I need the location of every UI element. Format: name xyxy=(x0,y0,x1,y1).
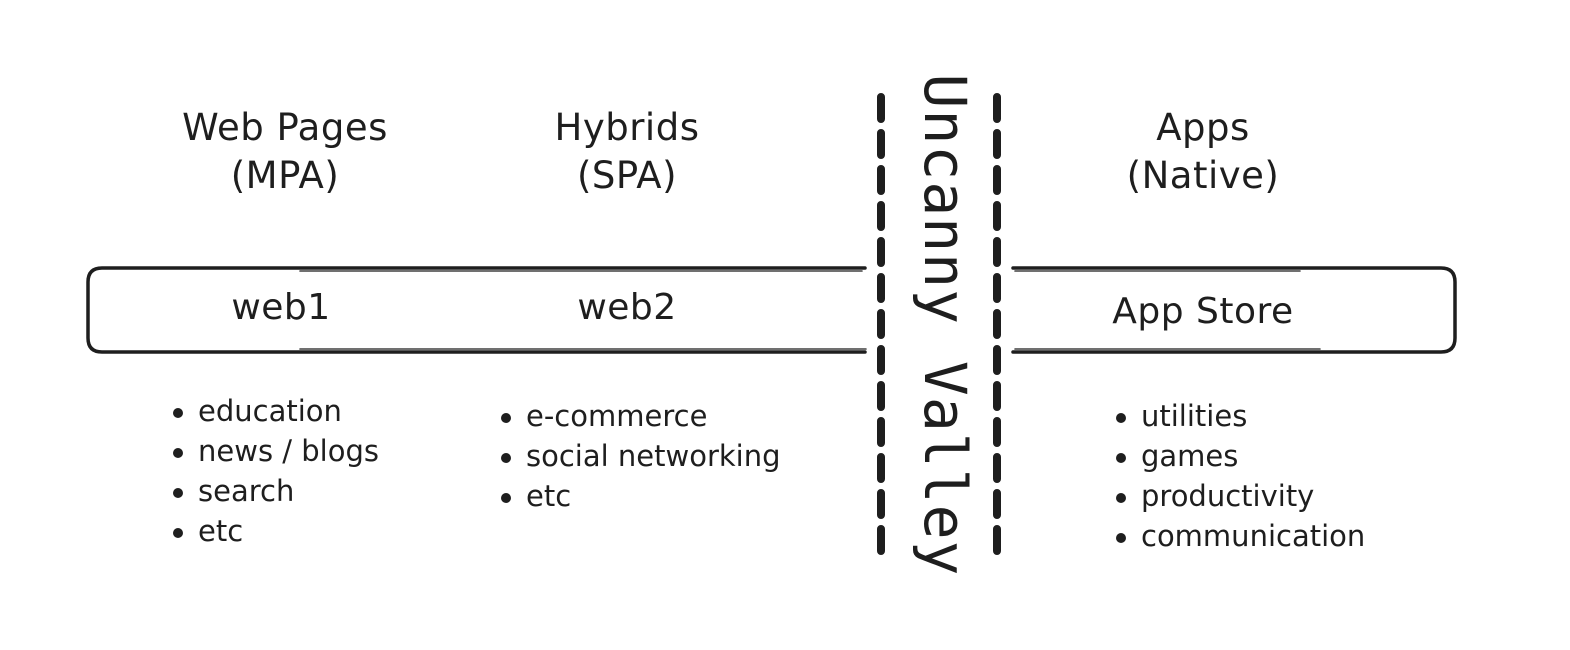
list-item: productivity xyxy=(1113,476,1365,516)
bullet-list-web1: education news / blogs search etc xyxy=(170,391,379,551)
list-item: education xyxy=(170,391,379,431)
web-band-outline xyxy=(86,266,867,354)
uncanny-valley-divider: Uncanny Valley xyxy=(845,74,1045,577)
column-heading-native: Apps (Native) xyxy=(1043,104,1363,200)
band-label-web2: web2 xyxy=(577,287,677,328)
band-label-app-store: App Store xyxy=(1112,291,1294,332)
uncanny-valley-label: Uncanny Valley xyxy=(911,73,979,577)
column-heading-spa: Hybrids (SPA) xyxy=(467,104,787,200)
column-heading-line: Apps xyxy=(1156,106,1250,149)
bullet-list-web2: e-commerce social networking etc xyxy=(498,396,781,516)
list-item: communication xyxy=(1113,516,1365,556)
band-label-web1: web1 xyxy=(231,287,331,328)
column-heading-line: Hybrids xyxy=(554,106,700,149)
column-heading-mpa: Web Pages (MPA) xyxy=(125,104,445,200)
list-item: etc xyxy=(498,476,781,516)
list-item: etc xyxy=(170,511,379,551)
bullet-list-apps: utilities games productivity communicati… xyxy=(1113,396,1365,556)
app-band-outline xyxy=(1011,266,1457,354)
column-heading-line: (MPA) xyxy=(230,154,340,197)
list-item: utilities xyxy=(1113,396,1365,436)
app-band-outline-sketch xyxy=(1014,270,1321,350)
list-item: social networking xyxy=(498,436,781,476)
list-item: news / blogs xyxy=(170,431,379,471)
column-heading-line: Web Pages xyxy=(182,106,388,149)
list-item: search xyxy=(170,471,379,511)
column-heading-line: (SPA) xyxy=(576,154,678,197)
column-heading-line: (Native) xyxy=(1126,154,1280,197)
web-band-outline-sketch xyxy=(299,270,867,350)
list-item: games xyxy=(1113,436,1365,476)
list-item: e-commerce xyxy=(498,396,781,436)
